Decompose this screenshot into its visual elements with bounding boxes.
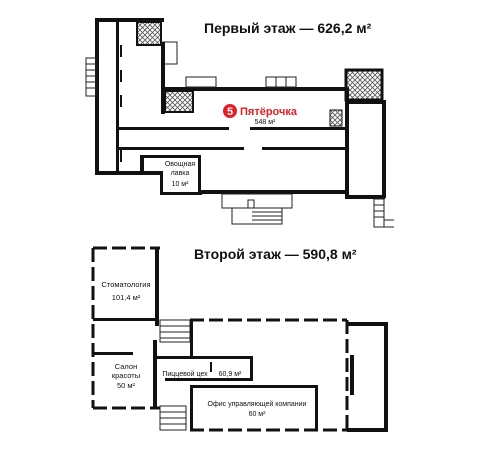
floor-1-title: Первый этаж — 626,2 м² [204,20,372,36]
pizza-name: Пиццевой цех [162,370,208,378]
wall [347,322,387,326]
wall [163,87,349,91]
floor-1-plan: Первый этаж — 626,2 м² [85,18,394,228]
wall [345,88,349,198]
wall [119,147,244,150]
wall [345,195,385,199]
wall [93,318,157,321]
salon-label-2: красоты [112,371,140,380]
wall [155,248,159,326]
wall [119,127,229,130]
brand-circle-icon [223,104,237,118]
wall [190,385,193,431]
wall [116,18,119,173]
wall [382,100,386,198]
wall [198,155,201,195]
entrance-steps-right [373,198,394,228]
salon-label-1: Салон [115,362,137,371]
wall [140,155,200,158]
salon-area: 50 м² [117,381,136,390]
wall [120,150,122,162]
office-area: 60 м² [249,411,267,418]
floor-2-plan: Второй этаж — 590,8 м² [91,246,388,432]
wall [250,127,345,130]
stair-box [162,41,178,65]
store-area: 548 м² [255,119,276,126]
wall [350,355,354,395]
wall [165,378,253,381]
wall [95,171,163,175]
office-name: Офис управляющей компании [208,400,307,408]
wall [190,320,193,356]
wall [161,42,165,112]
wall [157,356,252,359]
stairs-lower [159,405,187,431]
entrance-steps-top [185,76,297,88]
wall [140,155,144,175]
hatched-small [329,109,343,127]
wall [153,340,157,408]
wall [250,356,253,380]
wall [95,18,164,22]
veg-shop-area: 10 м² [172,181,190,188]
wall [160,172,163,194]
dashed-walls-left [91,246,160,410]
stairs-upper [159,319,191,343]
pizza-area: 60,9 м² [219,371,242,378]
wall [210,362,212,372]
dashed-walls-main [190,318,349,432]
wall [262,147,345,150]
veg-shop-label-2: лавка [171,170,190,177]
wall [120,45,122,57]
wall [93,352,133,355]
wall [192,385,317,388]
entrance-steps-left [85,57,97,97]
dental-area: 101,4 м² [112,293,141,302]
floor-2-title: Второй этаж — 590,8 м² [194,246,357,262]
hatched-shaft [136,21,162,46]
store-logo: 5 Пятёрочка [223,104,298,118]
wall [120,95,122,107]
veg-shop-label-1: Овощная [165,161,195,168]
wall [347,428,387,432]
entrance-steps-bottom [221,193,293,225]
wall [160,192,202,195]
wall [345,100,385,104]
wall [315,385,318,431]
wall [120,70,122,82]
dental-name: Стоматология [101,280,150,289]
wall [198,190,348,194]
wall [95,18,99,174]
store-name: Пятёрочка [240,106,298,118]
hatched-block [164,90,194,113]
hatched-corner [344,68,384,102]
wall [384,322,388,432]
brand-digit: 5 [227,106,233,118]
